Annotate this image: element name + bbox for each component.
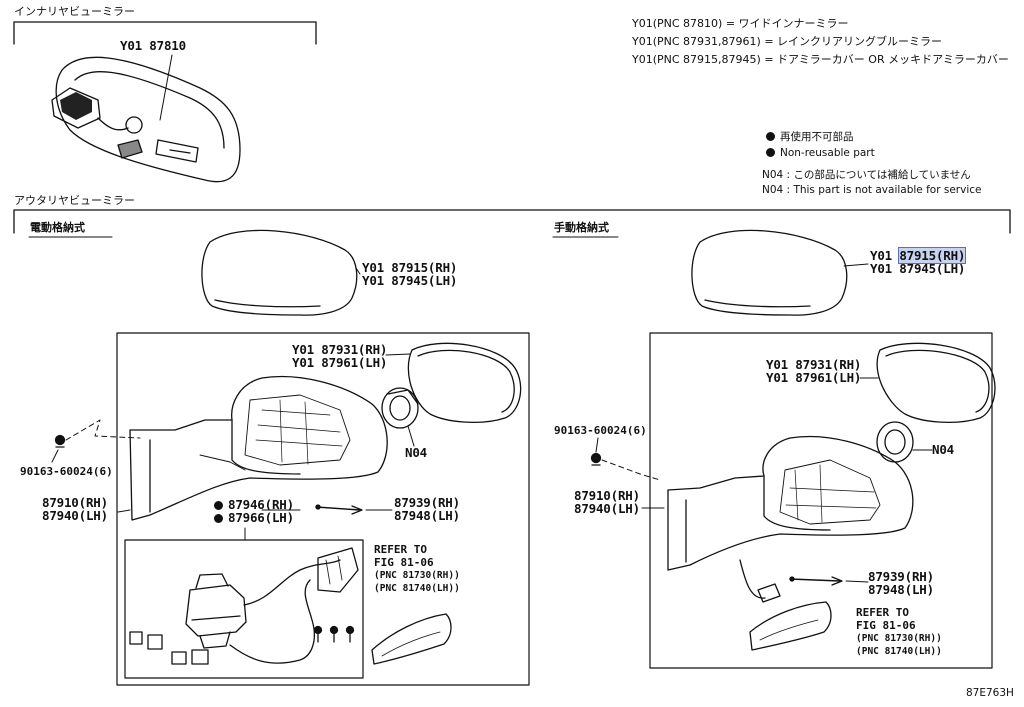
part-label-cover-left[interactable]: Y01 87915(RH)Y01 87945(LH) [362, 260, 458, 288]
section-title-manual-fold: 手動格納式 [554, 221, 609, 234]
left-mirror-cover [201, 229, 358, 316]
highlighted-part-number[interactable]: 87915(RH) [898, 247, 967, 264]
part-label-glass-right[interactable]: Y01 87931(RH)Y01 87961(LH) [766, 357, 862, 385]
section-title-inner-mirror: インナリヤビューミラー [14, 5, 135, 18]
left-lamp-bulb [315, 504, 363, 515]
part-label-lamp-left[interactable]: 87939(RH)87948(LH) [394, 495, 460, 523]
refer-note-right[interactable]: REFER TO FIG 81-06 (PNC 81730(RH)) (PNC … [856, 606, 942, 657]
right-turn-signal [749, 601, 832, 651]
inner-mirror-bracket [13, 21, 317, 45]
legend-nonreusable-en: Non-reusable part [766, 148, 875, 159]
note-line: Y01(PNC 87915,87945) = ドアミラーカバー OR メッキドア… [632, 53, 1009, 66]
part-label-inner-mirror[interactable]: Y01 87810 [120, 38, 186, 53]
mirror-motor-drawing [129, 547, 359, 665]
right-screw [590, 452, 602, 466]
section-title-outer-mirror: アウタリヤビューミラー [14, 194, 135, 207]
legend-n04-jp: N04 : この部品については補給していません [762, 169, 971, 181]
part-label-cover-right[interactable]: Y01 87915(RH)Y01 87945(LH) [870, 247, 967, 276]
manual-fold-box [649, 332, 993, 669]
outer-mirror-bracket [13, 209, 1011, 234]
section-title-power-fold: 電動格納式 [30, 221, 85, 234]
left-screw [54, 434, 66, 448]
filled-dot-icon [766, 132, 775, 141]
filled-dot-icon [766, 148, 775, 157]
part-label-n04-left[interactable]: N04 [405, 445, 427, 460]
part-label-screw-right[interactable]: 90163-60024(6) [554, 424, 647, 437]
refer-note-left[interactable]: REFER TO FIG 81-06 (PNC 81730(RH)) (PNC … [374, 543, 460, 594]
left-mirror-glass [407, 342, 522, 423]
inner-mirror-drawing [51, 56, 241, 183]
right-mirror-glass [876, 342, 996, 423]
right-mirror-body [667, 435, 914, 603]
legend-n04-en: N04 : This part is not available for ser… [762, 184, 982, 196]
part-label-lamp-right[interactable]: 87939(RH)87948(LH) [868, 569, 934, 597]
diagram-code: 87E763H [966, 687, 1014, 699]
note-line: Y01(PNC 87931,87961) = レインクリアリングブルーミラー [632, 35, 943, 48]
right-actuator [876, 421, 914, 463]
right-lamp-bulb [789, 576, 843, 586]
part-label-assy-right[interactable]: 87910(RH)87940(LH) [574, 488, 640, 516]
part-label-glass-left[interactable]: Y01 87931(RH)Y01 87961(LH) [292, 342, 388, 370]
power-fold-box [116, 332, 530, 686]
left-actuator [381, 387, 419, 429]
part-label-screw-left[interactable]: 90163-60024(6) [20, 465, 113, 478]
motor-detail-box [124, 539, 364, 679]
nonreusable-dot-icon [214, 501, 223, 510]
nonreusable-dot-icon [214, 513, 223, 523]
left-turn-signal [371, 613, 452, 665]
legend-nonreusable-jp: 再使用不可部品 [766, 132, 854, 143]
left-mirror-body [129, 375, 388, 521]
part-label-assy-left[interactable]: 87910(RH)87940(LH) [42, 495, 108, 523]
part-label-motor[interactable]: 87946(RH)87966(LH) [214, 498, 294, 524]
part-label-n04-right[interactable]: N04 [932, 442, 954, 457]
inner-mirror-leader [159, 54, 173, 121]
note-line: Y01(PNC 87810) = ワイドインナーミラー [632, 17, 849, 30]
right-mirror-cover [691, 229, 848, 316]
